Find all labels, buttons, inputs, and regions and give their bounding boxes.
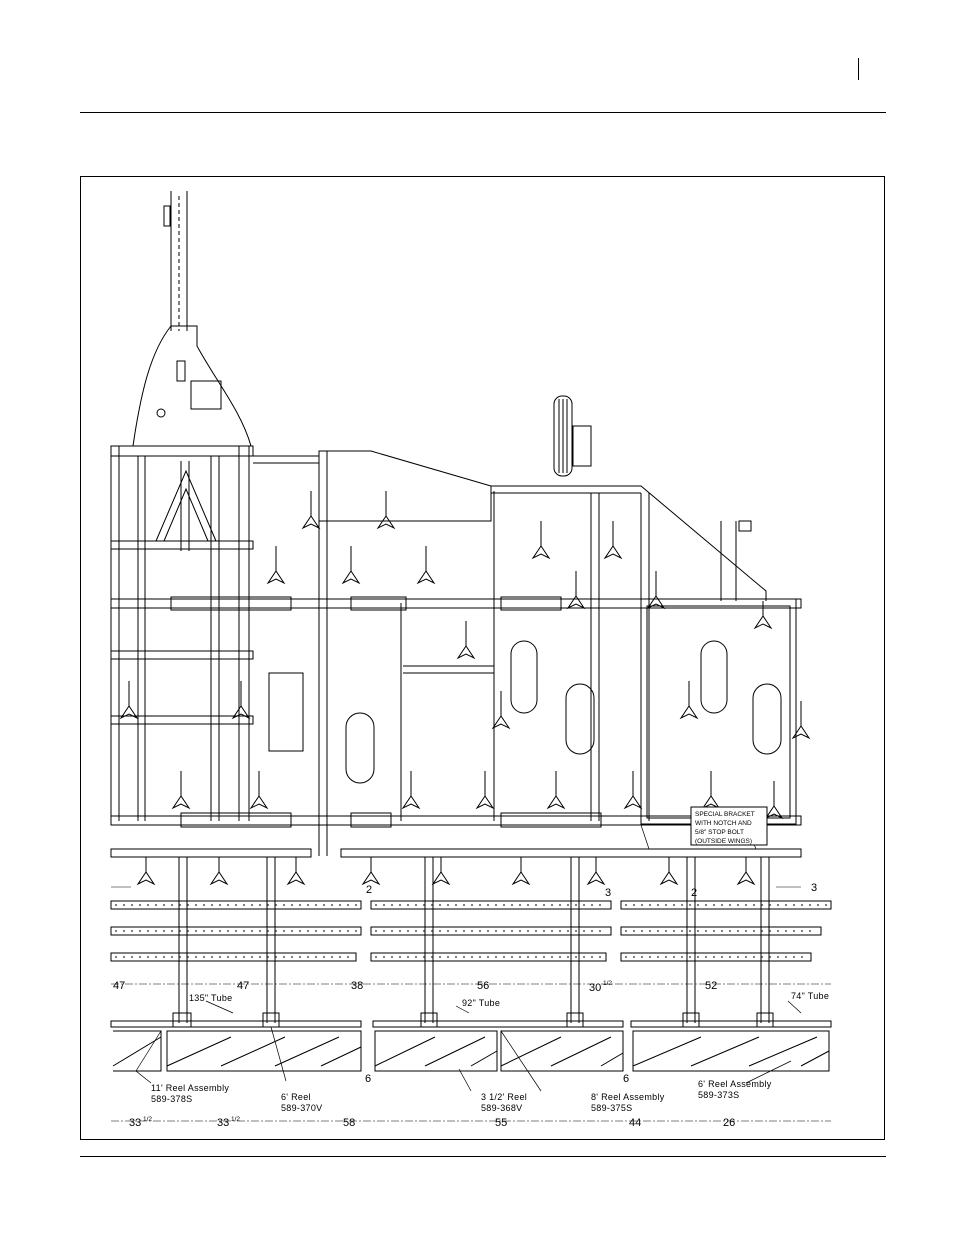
header-tick-mark [858, 58, 859, 80]
dim-33-right: 33 [217, 1117, 229, 1129]
reel-8-title: 8' Reel Assembly [591, 1092, 665, 1102]
transport-tire [554, 396, 591, 476]
dim-56: 56 [477, 980, 489, 992]
dim-2-right: 2 [691, 887, 697, 899]
dim-58: 58 [343, 1117, 355, 1129]
reel-6-assembly-part: 589-373S [698, 1090, 739, 1100]
footer-rule [80, 1156, 886, 1157]
reel-6-title: 6' Reel [281, 1092, 311, 1102]
dim-33-right-fraction: 1/2 [231, 1116, 240, 1123]
reel-6-part: 589-370V [281, 1103, 322, 1113]
dim-3-right: 3 [811, 882, 817, 894]
reel-3-5-part: 589-368V [481, 1103, 522, 1113]
reel-11-title: 11' Reel Assembly [151, 1083, 229, 1093]
dim-52: 52 [705, 980, 717, 992]
reel-8-part: 589-375S [591, 1103, 632, 1113]
dim-6-left: 6 [365, 1073, 371, 1085]
bracket-note-line-4: (OUTSIDE WINGS) [695, 838, 752, 845]
dim-2-center: 2 [366, 884, 372, 896]
reel-11-part: 589-378S [151, 1094, 192, 1104]
header-rule [80, 112, 886, 113]
dim-30: 30 [589, 982, 601, 994]
tube-92-label: 92" Tube [462, 998, 500, 1008]
tube-74-label: 74" Tube [791, 991, 829, 1001]
tube-135-label: 135" Tube [189, 993, 232, 1003]
hitch-tongue [133, 191, 251, 446]
dim-3-center: 3 [605, 887, 611, 899]
drawing: 47 47 38 56 30 1/2 52 33 33 58 55 44 26 … [81, 177, 886, 1141]
bracket-note-line-1: SPECIAL BRACKET [695, 811, 755, 818]
gauge-wheels [269, 641, 781, 783]
dim-44: 44 [629, 1117, 641, 1129]
dim-33-left: 33 [129, 1117, 141, 1129]
main-frame [111, 446, 494, 856]
reel-6-assembly-title: 6' Reel Assembly [698, 1079, 772, 1089]
dim-6-right: 6 [623, 1073, 629, 1085]
dim-55: 55 [495, 1117, 507, 1129]
dim-30-fraction: 1/2 [603, 980, 612, 987]
bracket-note-line-3: 5/8" STOP BOLT [695, 829, 744, 836]
dim-47-right: 47 [237, 980, 249, 992]
reel-3-5-title: 3 1/2' Reel [481, 1092, 527, 1102]
dim-47-left: 47 [113, 980, 125, 992]
bracket-note-line-2: WITH NOTCH AND [695, 820, 752, 827]
tine-bars [111, 901, 831, 961]
dim-38: 38 [351, 980, 363, 992]
reel-assemblies [111, 1013, 831, 1071]
leader-lines [136, 825, 801, 1091]
dim-26: 26 [723, 1117, 735, 1129]
dim-33-left-fraction: 1/2 [143, 1116, 152, 1123]
figure-frame: 47 47 38 56 30 1/2 52 33 33 58 55 44 26 … [80, 176, 885, 1140]
